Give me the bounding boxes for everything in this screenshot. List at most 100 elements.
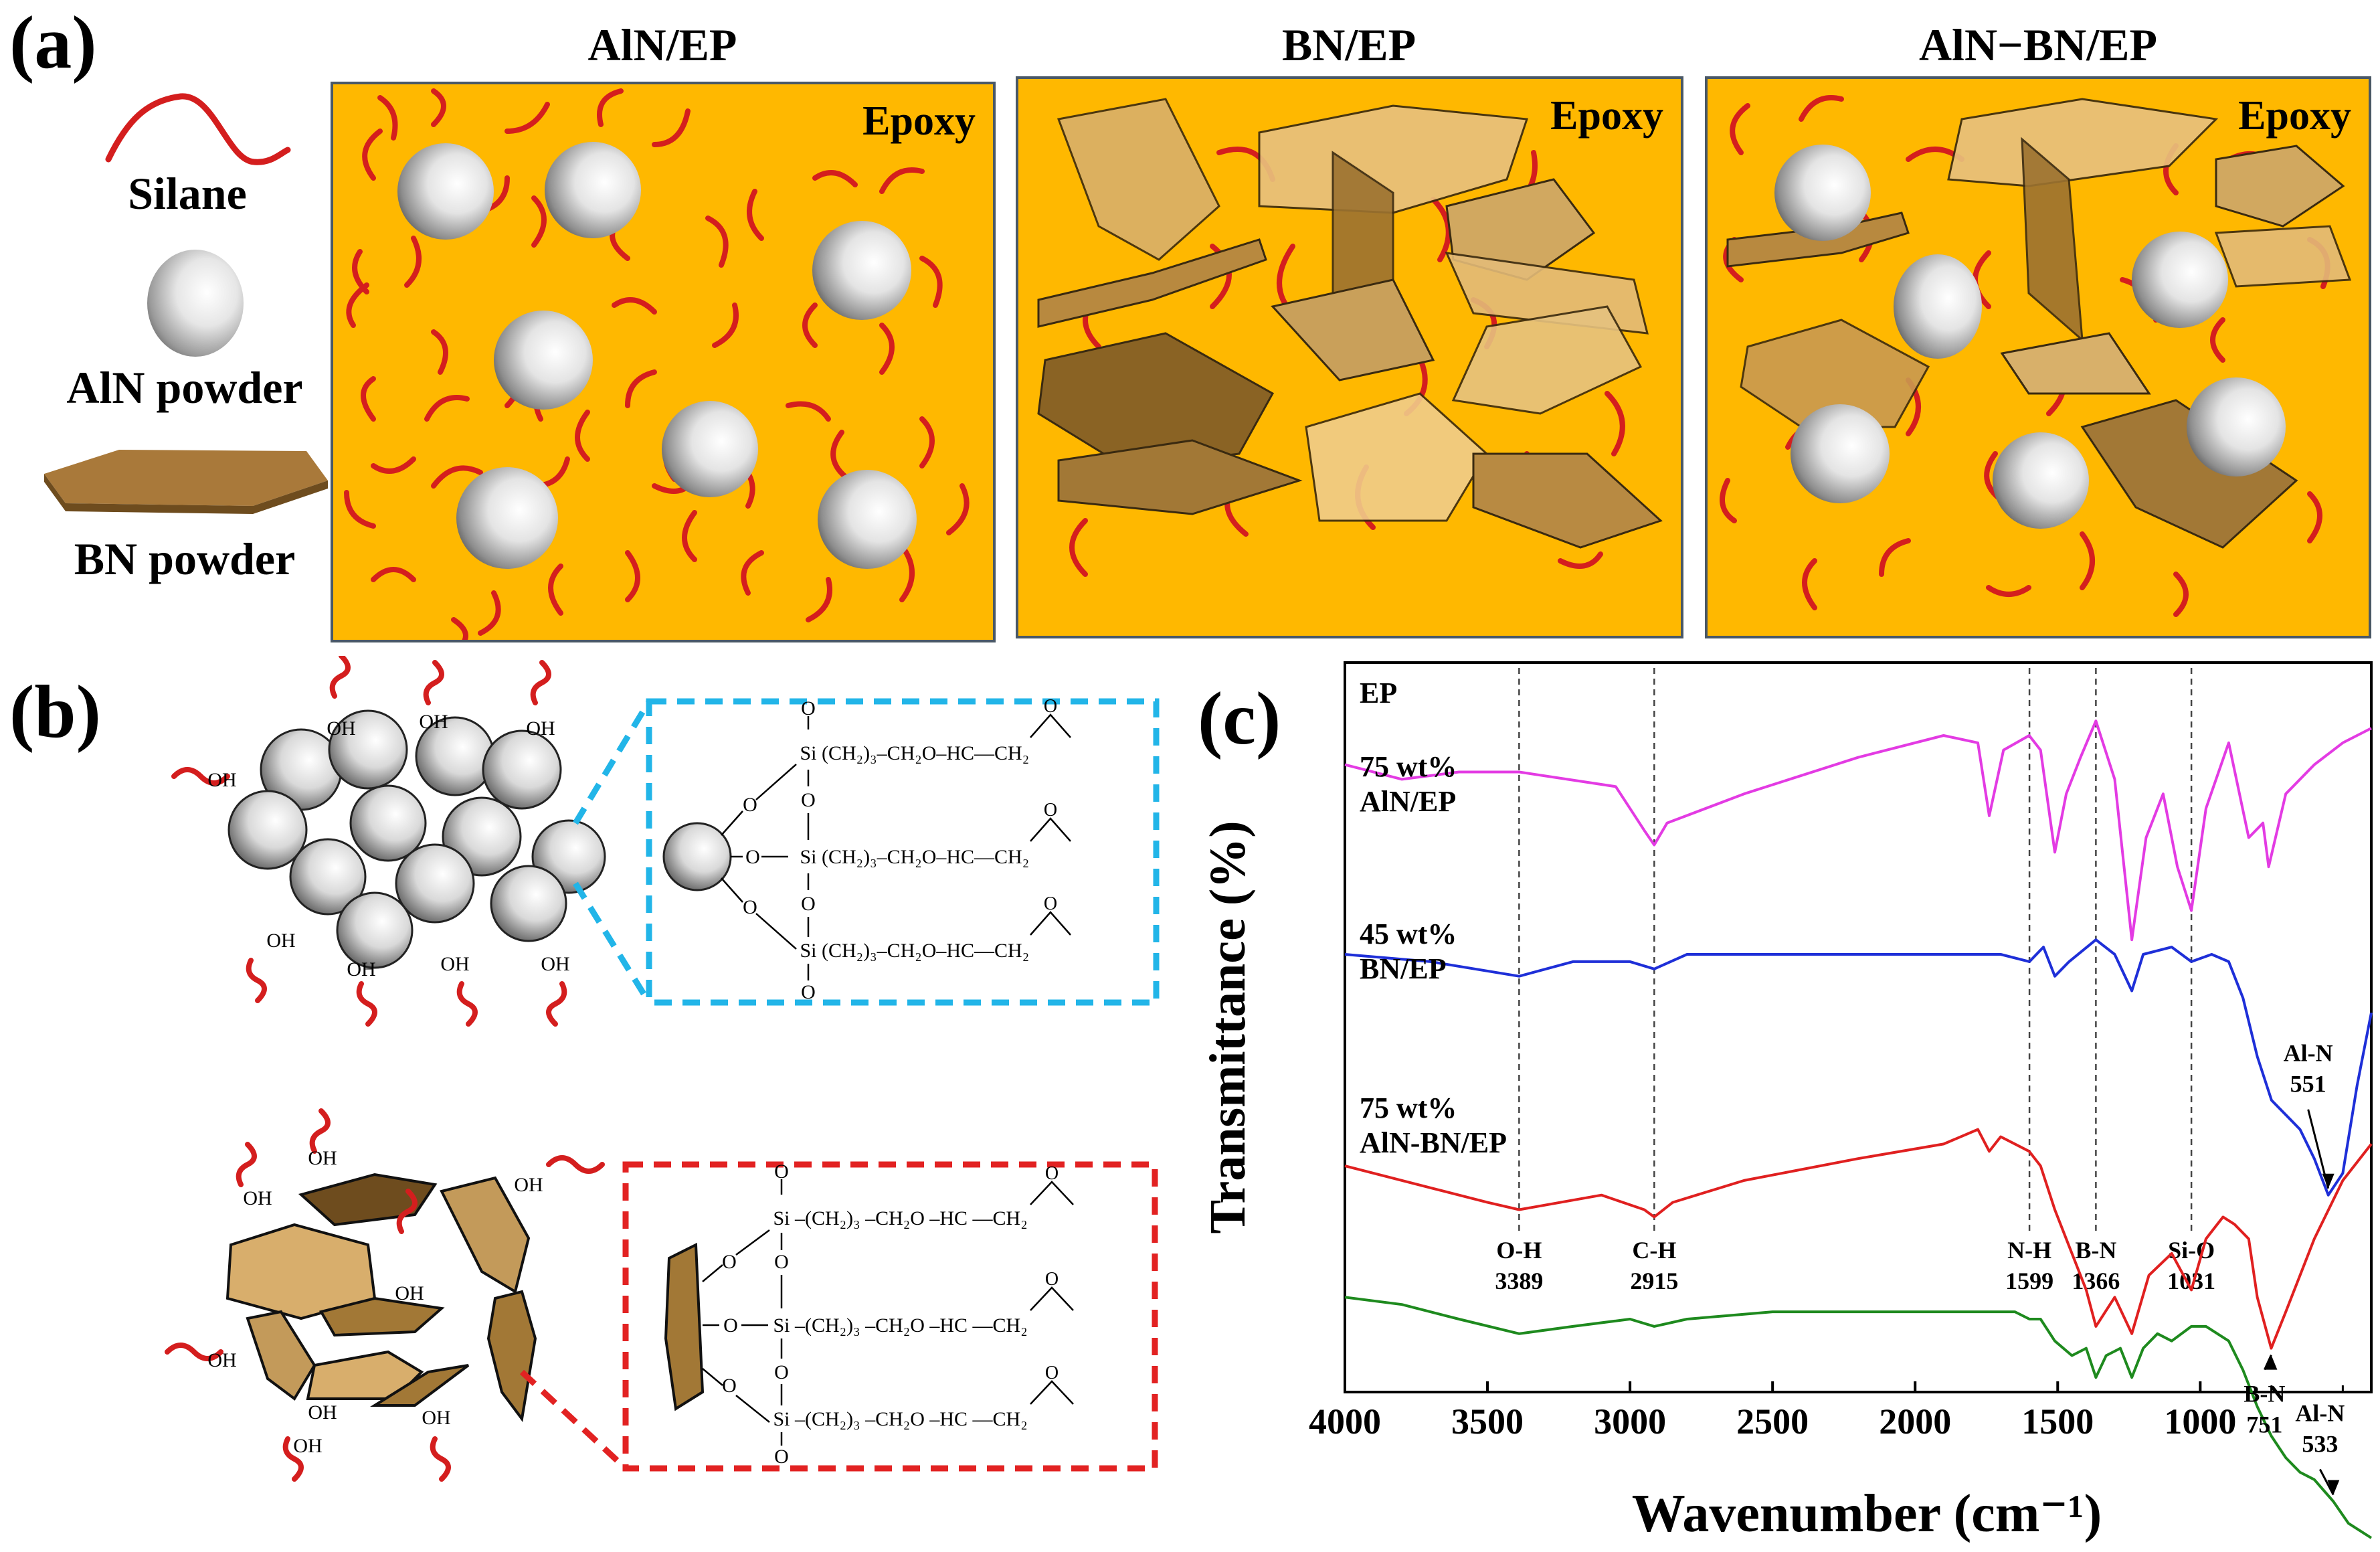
o-label: O: [743, 896, 757, 918]
series-label: BN/EP: [1360, 952, 1447, 985]
schematic-title-aln: AlN/EP: [587, 19, 737, 70]
surface-modification-diagram: OH OH OH OH OH OH OH OH O O Si O O Si O …: [165, 656, 1160, 1482]
x-tick-label: 1000: [2164, 1401, 2236, 1442]
oh-label: OH: [308, 1401, 337, 1424]
reference-label: B-N: [2075, 1237, 2116, 1264]
reference-label: N-H: [2007, 1237, 2051, 1264]
series-label: AlN-BN/EP: [1360, 1126, 1507, 1159]
series-label: AlN/EP: [1360, 785, 1456, 818]
series-line: [1344, 719, 2372, 942]
bn-ep-schematic: Epoxy: [1016, 76, 1683, 638]
oh-label: OH: [347, 958, 375, 980]
x-tick-label: 2500: [1736, 1401, 1809, 1442]
o-label: O: [801, 893, 816, 915]
schematic-title-bn: BN/EP: [1281, 19, 1416, 70]
series-lines: [1344, 719, 2373, 1539]
oh-label: OH: [514, 1174, 543, 1196]
panel-label-a: (a): [9, 1, 97, 84]
reference-label: 2915: [1630, 1268, 1678, 1294]
si-label: Si: [773, 1314, 790, 1337]
oh-label: OH: [207, 769, 236, 791]
peak-annotation: 751: [2246, 1411, 2282, 1438]
oh-label: OH: [440, 953, 469, 975]
peak-annotation: B-N: [2244, 1381, 2285, 1407]
aln-zoom-box: [573, 698, 1160, 1006]
annotation-arrowhead: [2322, 1173, 2335, 1189]
si-label: Si: [800, 742, 816, 764]
silane-legend-icon: [105, 93, 291, 165]
peak-annotation: Al-N: [2284, 1040, 2333, 1067]
oh-label: OH: [395, 1282, 424, 1304]
aln-powder-legend-icon: [147, 250, 244, 357]
aln-ep-schematic: Epoxy: [331, 82, 996, 642]
oh-label: OH: [419, 711, 448, 733]
schematic-title-alnbn: AlN−BN/EP: [1918, 19, 2158, 70]
o-label: O: [801, 697, 816, 719]
x-tick-label: 2000: [1879, 1401, 1951, 1442]
bn-ep-flakes: [1037, 98, 1663, 577]
x-tick-label: 4000: [1309, 1401, 1381, 1442]
series-label: 75 wt%: [1360, 750, 1457, 783]
silane-chain: (CH₂)₃–CH₂O–HC—CH₂: [822, 742, 1029, 764]
aln-ep-particles: [344, 88, 970, 640]
oh-label: OH: [266, 930, 295, 952]
bn-cluster: [225, 1173, 537, 1422]
oh-label: OH: [327, 717, 355, 740]
aln-bn-ep-fillers: [1720, 95, 2352, 617]
o-label: O: [774, 1160, 789, 1183]
o-label: O: [723, 1314, 738, 1337]
silane-chain: (CH₂)₃–CH₂O–HC—CH₂: [822, 940, 1029, 962]
o-label: O: [745, 846, 760, 868]
y-axis-label: Transmittance (%): [1200, 821, 1256, 1233]
silane-chain: –(CH₂)₃ –CH₂O –HC —CH₂: [794, 1207, 1028, 1229]
series-line: [1344, 1128, 2373, 1350]
bn-powder-legend-icon: [44, 450, 328, 514]
peak-annotation: 533: [2302, 1431, 2338, 1458]
epoxide-o: O: [1044, 893, 1057, 914]
x-tick-label: 3000: [1594, 1401, 1666, 1442]
aln-cluster: [227, 709, 606, 969]
si-label: Si: [773, 1408, 790, 1430]
silane-chain: (CH₂)₃–CH₂O–HC—CH₂: [822, 846, 1029, 868]
epoxy-label: Epoxy: [862, 98, 976, 144]
epoxy-label: Epoxy: [2238, 93, 2351, 139]
oh-label: OH: [541, 953, 569, 975]
o-label: O: [743, 794, 757, 816]
series-label: 45 wt%: [1360, 918, 1457, 950]
o-label: O: [722, 1251, 737, 1273]
series-label: EP: [1360, 677, 1397, 709]
epoxide-o: O: [1045, 1363, 1059, 1383]
reference-label: 3389: [1495, 1268, 1543, 1294]
peak-annotation: Al-N: [2295, 1400, 2345, 1427]
panel-label-c: (c): [1198, 677, 1281, 760]
annotation-arrow: [2264, 1354, 2272, 1371]
o-label: O: [774, 1361, 789, 1383]
aln-powder-legend-label: AlN powder: [66, 362, 303, 413]
o-label: O: [774, 1251, 789, 1273]
oh-label: OH: [207, 1349, 236, 1371]
silane-chain: –(CH₂)₃ –CH₂O –HC —CH₂: [794, 1408, 1028, 1430]
oh-label: OH: [293, 1435, 322, 1457]
aln-bn-ep-schematic: Epoxy: [1705, 76, 2371, 638]
peak-annotation: 551: [2290, 1071, 2326, 1098]
si-label: Si: [800, 940, 816, 962]
series-line: [1344, 1296, 2373, 1539]
oh-label: OH: [526, 717, 555, 740]
oh-label: OH: [243, 1187, 272, 1209]
x-tick-label: 1500: [2021, 1401, 2094, 1442]
o-label: O: [801, 789, 816, 811]
o-label: O: [774, 1446, 789, 1468]
plot-frame: [1344, 661, 2373, 1393]
epoxy-label: Epoxy: [1550, 93, 1663, 139]
epoxide-o: O: [1044, 696, 1057, 717]
epoxide-o: O: [1045, 1163, 1059, 1184]
x-axis-label: Wavenumber (cm⁻¹): [1632, 1484, 2102, 1543]
si-label: Si: [800, 846, 816, 868]
oh-label: OH: [422, 1407, 450, 1429]
silane-chain: –(CH₂)₃ –CH₂O –HC —CH₂: [794, 1314, 1028, 1337]
o-label: O: [801, 981, 816, 1003]
panel-label-b: (b): [9, 671, 101, 754]
